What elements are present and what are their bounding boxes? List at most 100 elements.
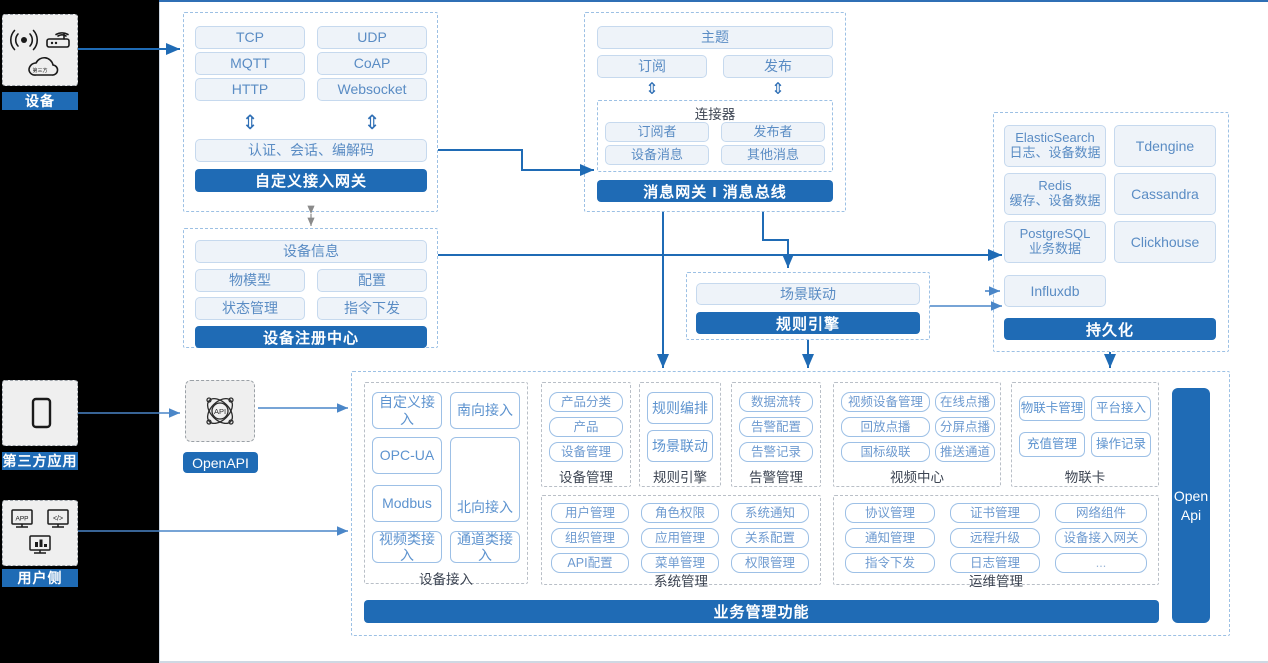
item-gb-cascade[interactable]: 国标级联: [841, 442, 930, 462]
item-northbound-access[interactable]: 北向接入: [450, 437, 520, 522]
protocol-websocket[interactable]: Websocket: [317, 78, 427, 101]
gateway-auth-session-codec[interactable]: 认证、会话、编解码: [195, 139, 427, 162]
item-online-vod[interactable]: 在线点播: [935, 392, 995, 412]
persistence-bar: 持久化: [1004, 318, 1216, 340]
message-group: [584, 12, 846, 212]
item-role-permission[interactable]: 角色权限: [641, 503, 719, 523]
gateway-bar: 自定义接入网关: [195, 169, 427, 192]
protocol-mqtt[interactable]: MQTT: [195, 52, 305, 75]
svg-text:第三方: 第三方: [32, 67, 47, 74]
protocol-udp[interactable]: UDP: [317, 26, 427, 49]
registry-bar: 设备注册中心: [195, 326, 427, 348]
item-playback-vod[interactable]: 回放点播: [841, 417, 930, 437]
item-more[interactable]: ...: [1055, 553, 1147, 573]
openapi-button[interactable]: OpenAPI: [183, 452, 258, 473]
left-rail-third-party-label: 第三方应用: [2, 452, 78, 470]
open-api-side-bar: Open Api: [1172, 388, 1210, 623]
item-relation-config[interactable]: 关系配置: [731, 528, 809, 548]
persistence-group: [993, 112, 1229, 352]
registry-thing-model[interactable]: 物模型: [195, 269, 305, 292]
item-alarm-record[interactable]: 告警记录: [739, 442, 813, 462]
item-user-manage[interactable]: 用户管理: [551, 503, 629, 523]
svg-text:API: API: [214, 407, 226, 416]
connector-other-message[interactable]: 其他消息: [721, 145, 825, 165]
group-device-manage: [541, 382, 631, 487]
item-operation-record[interactable]: 操作记录: [1091, 432, 1151, 457]
item-scene-linkage[interactable]: 场景联动: [647, 430, 713, 462]
store-elasticsearch-sub: 日志、设备数据: [1009, 145, 1101, 160]
item-org-manage[interactable]: 组织管理: [551, 528, 629, 548]
rule-scene-linkage[interactable]: 场景联动: [696, 283, 920, 305]
item-alarm-config[interactable]: 告警配置: [739, 417, 813, 437]
caption-iot-card: 物联卡: [1064, 470, 1106, 485]
item-recharge-manage[interactable]: 充值管理: [1019, 432, 1085, 457]
registry-device-info[interactable]: 设备信息: [195, 240, 427, 263]
item-remote-upgrade[interactable]: 远程升级: [950, 528, 1040, 548]
protocol-http[interactable]: HTTP: [195, 78, 305, 101]
message-publish[interactable]: 发布: [723, 55, 833, 78]
item-channel-access[interactable]: 通道类接入: [450, 531, 520, 563]
item-app-manage[interactable]: 应用管理: [641, 528, 719, 548]
connector-group: [597, 100, 833, 172]
item-api-config[interactable]: API配置: [551, 553, 629, 573]
business-bar: 业务管理功能: [364, 600, 1159, 623]
item-data-flow[interactable]: 数据流转: [739, 392, 813, 412]
item-video-access[interactable]: 视频类接入: [372, 531, 442, 563]
store-tdengine[interactable]: Tdengine: [1114, 125, 1216, 167]
bottom-rule: [159, 661, 1268, 663]
connector-subscriber[interactable]: 订阅者: [605, 122, 709, 142]
group-alarm: [731, 382, 821, 487]
message-right-双向-arrow-icon: ⇕: [771, 81, 785, 98]
item-command-issue[interactable]: 指令下发: [845, 553, 935, 573]
item-system-notice[interactable]: 系统通知: [731, 503, 809, 523]
business-group: [351, 371, 1230, 636]
item-custom-access[interactable]: 自定义接入: [372, 392, 442, 429]
store-cassandra[interactable]: Cassandra: [1114, 173, 1216, 215]
store-clickhouse[interactable]: Clickhouse: [1114, 221, 1216, 263]
item-product-category[interactable]: 产品分类: [549, 392, 623, 412]
registry-command-issue[interactable]: 指令下发: [317, 297, 427, 320]
store-redis-name: Redis: [1038, 178, 1072, 194]
item-platform-access[interactable]: 平台接入: [1091, 396, 1151, 421]
item-iot-card-manage[interactable]: 物联卡管理: [1019, 396, 1085, 421]
message-subscribe[interactable]: 订阅: [597, 55, 707, 78]
group-system: [541, 495, 821, 585]
store-elasticsearch[interactable]: ElasticSearch 日志、设备数据: [1004, 125, 1106, 167]
item-opc-ua[interactable]: OPC-UA: [372, 437, 442, 474]
openapi-icon-card: API: [185, 380, 255, 442]
item-modbus[interactable]: Modbus: [372, 485, 442, 522]
store-postgresql-name: PostgreSQL: [1019, 226, 1091, 242]
item-permission-manage[interactable]: 权限管理: [731, 553, 809, 573]
item-cert-manage[interactable]: 证书管理: [950, 503, 1040, 523]
item-device-access-gateway[interactable]: 设备接入网关: [1055, 528, 1147, 548]
store-redis[interactable]: Redis 缓存、设备数据: [1004, 173, 1106, 215]
group-device-access: [364, 382, 528, 584]
item-network-component[interactable]: 网络组件: [1055, 503, 1147, 523]
item-push-channel[interactable]: 推送通道: [935, 442, 995, 462]
store-influxdb[interactable]: Influxdb: [1004, 275, 1106, 307]
item-southbound-access[interactable]: 南向接入: [450, 392, 520, 429]
mobile-phone-icon: [31, 397, 52, 429]
rule-engine-bar: 规则引擎: [696, 312, 920, 334]
item-split-screen-vod[interactable]: 分屏点播: [935, 417, 995, 437]
connector-title: 连接器: [694, 107, 736, 122]
item-rule-orchestration[interactable]: 规则编排: [647, 392, 713, 424]
item-log-manage[interactable]: 日志管理: [950, 553, 1040, 573]
item-notice-manage[interactable]: 通知管理: [845, 528, 935, 548]
item-protocol-manage[interactable]: 协议管理: [845, 503, 935, 523]
item-device-manage[interactable]: 设备管理: [549, 442, 623, 462]
protocol-tcp[interactable]: TCP: [195, 26, 305, 49]
registry-config[interactable]: 配置: [317, 269, 427, 292]
connector-publisher[interactable]: 发布者: [721, 122, 825, 142]
registry-state-manage[interactable]: 状态管理: [195, 297, 305, 320]
item-video-device-manage[interactable]: 视频设备管理: [841, 392, 930, 412]
connector-device-message[interactable]: 设备消息: [605, 145, 709, 165]
item-menu-manage[interactable]: 菜单管理: [641, 553, 719, 573]
user-side-icons: APP </>: [11, 509, 69, 554]
item-product[interactable]: 产品: [549, 417, 623, 437]
protocol-coap[interactable]: CoAP: [317, 52, 427, 75]
store-postgresql[interactable]: PostgreSQL 业务数据: [1004, 221, 1106, 263]
store-postgresql-sub: 业务数据: [1028, 241, 1081, 256]
message-topic[interactable]: 主题: [597, 26, 833, 49]
